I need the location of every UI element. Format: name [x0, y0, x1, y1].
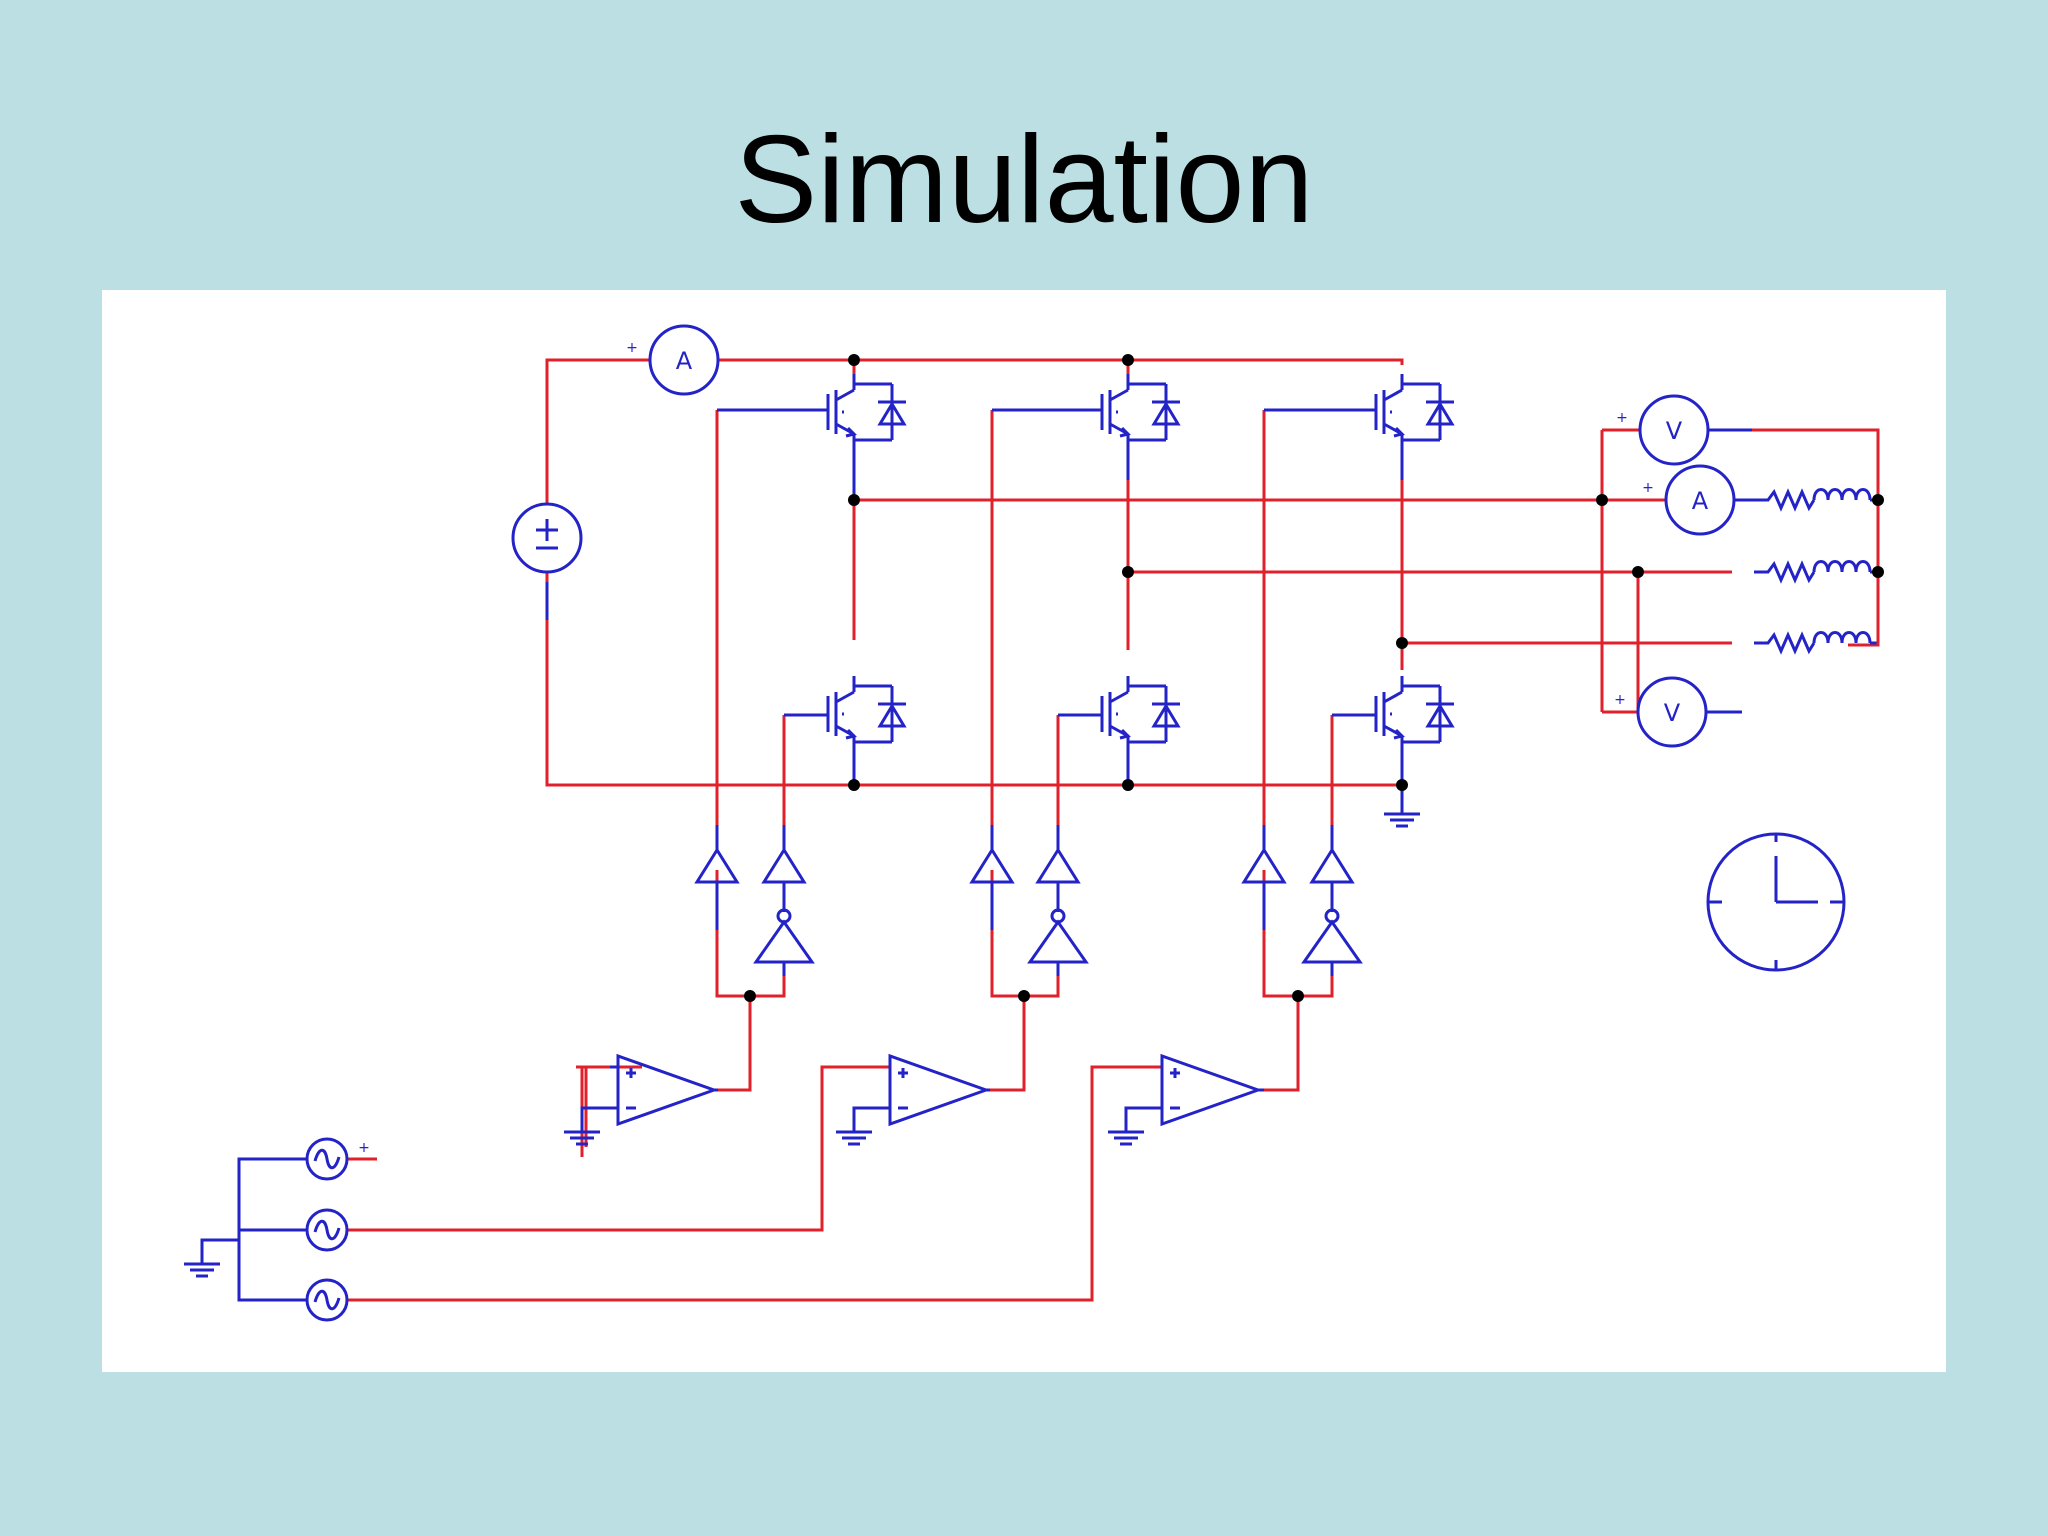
load-rail: [1752, 428, 1880, 645]
inverter-gate-icon: [1028, 908, 1088, 978]
igbt-icon: [1374, 372, 1456, 452]
igbt-icon: [1374, 674, 1456, 754]
probe-mark: +: [1616, 410, 1628, 426]
ground-icon: [834, 1118, 874, 1146]
ammeter-icon: [648, 324, 720, 396]
slide-title: Simulation: [734, 111, 1314, 249]
buffer-icon: [1036, 848, 1080, 898]
inverter-gate-icon: [754, 908, 814, 978]
components: [182, 324, 1878, 1322]
power-wires: [347, 358, 1880, 1302]
voltmeter-label: V: [1666, 417, 1683, 445]
ac-source-icon: [305, 1278, 349, 1322]
ammeter-label: A: [676, 347, 693, 375]
igbt-icon: [1100, 674, 1182, 754]
resistor-icon: [1752, 560, 1872, 582]
buffer-icon: [1310, 848, 1354, 898]
ac-source-icon: [305, 1208, 349, 1252]
junction-dots: [744, 354, 1884, 1002]
probe-mark: +: [358, 1140, 370, 1156]
igbt-icon: [826, 372, 908, 452]
ammeter-label: A: [1692, 487, 1709, 515]
inverter-gate-icon: [1302, 908, 1362, 978]
comparator-icon: [888, 1054, 988, 1126]
ac-source-icon: [305, 1137, 349, 1181]
comparator-icon: [1160, 1054, 1260, 1126]
igbt-icon: [826, 674, 908, 754]
resistor-icon: [1752, 488, 1872, 510]
probe-mark: +: [1614, 692, 1626, 708]
igbt-icon: [1100, 372, 1182, 452]
ground-icon: [1106, 1118, 1146, 1146]
probe-mark: +: [626, 340, 638, 356]
circuit-schematic: A V A V + + + + +: [182, 324, 1884, 1322]
clock-icon: [1706, 832, 1846, 972]
dc-source-icon: [511, 502, 583, 620]
probe-mark: +: [1642, 480, 1654, 496]
resistor-icon: [1752, 631, 1872, 653]
buffer-icon: [762, 848, 806, 898]
voltmeter-label: V: [1664, 699, 1681, 727]
ground-icon: [1382, 800, 1422, 828]
ground-icon: [182, 1250, 222, 1278]
circuit-diagram-panel: A V A V + + + + +: [102, 290, 1946, 1372]
meter-labels: A V A V + + + + +: [358, 340, 1709, 1156]
